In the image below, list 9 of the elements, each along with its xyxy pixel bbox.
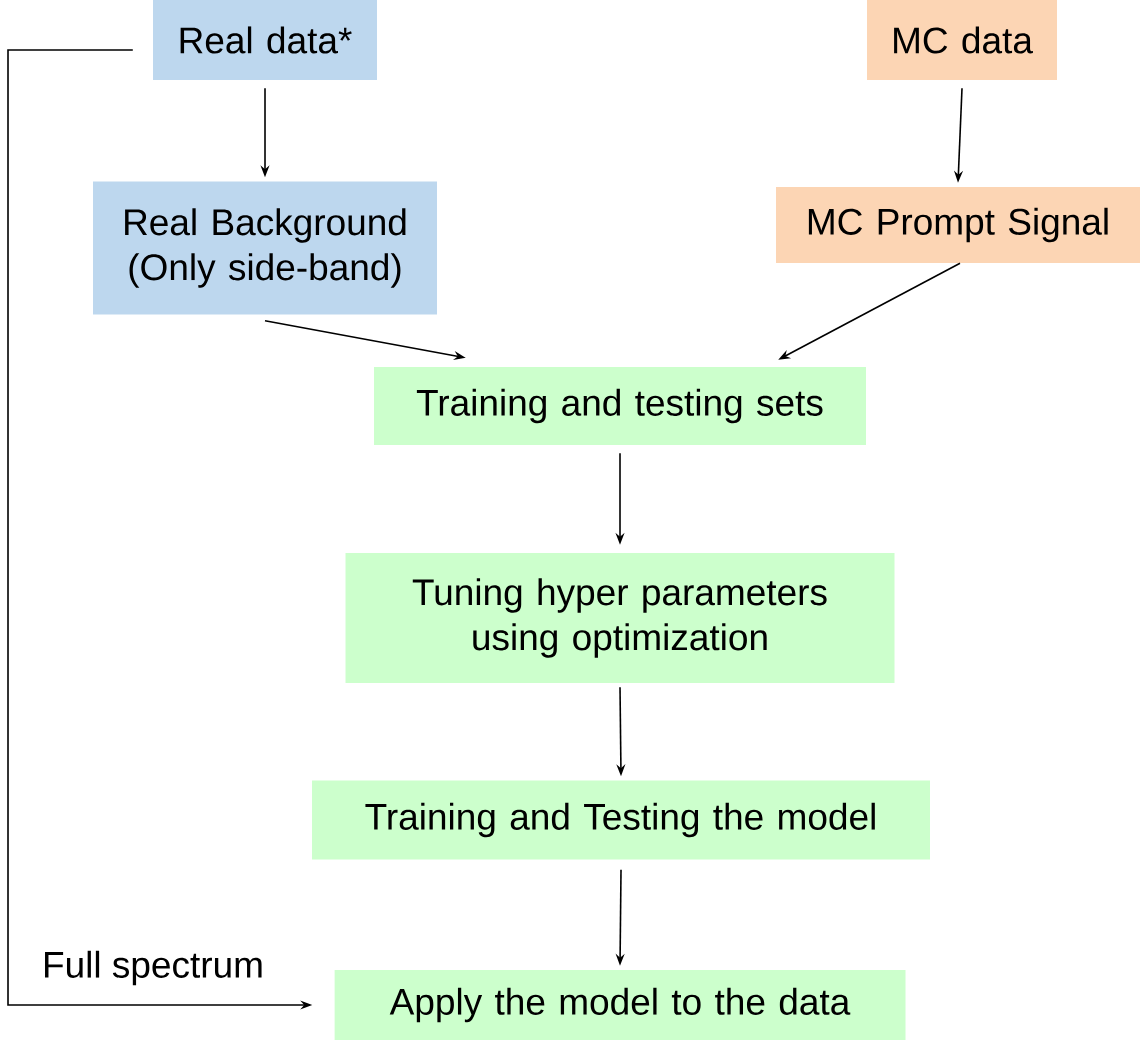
process-box: Training and Testing the model	[312, 780, 930, 860]
edge-label: Full spectrum	[45, 950, 262, 986]
process-box: Training and testing sets	[374, 367, 866, 445]
process-box: Real Background (Only side-band)	[93, 181, 437, 315]
process-box: Real data*	[153, 0, 377, 80]
process-box: Tuning hyper parameters using optimization	[345, 553, 895, 683]
process-box: Apply the model to the data	[334, 970, 906, 1040]
process-box: MC data	[867, 0, 1057, 80]
process-box: MC Prompt Signal	[776, 187, 1140, 263]
